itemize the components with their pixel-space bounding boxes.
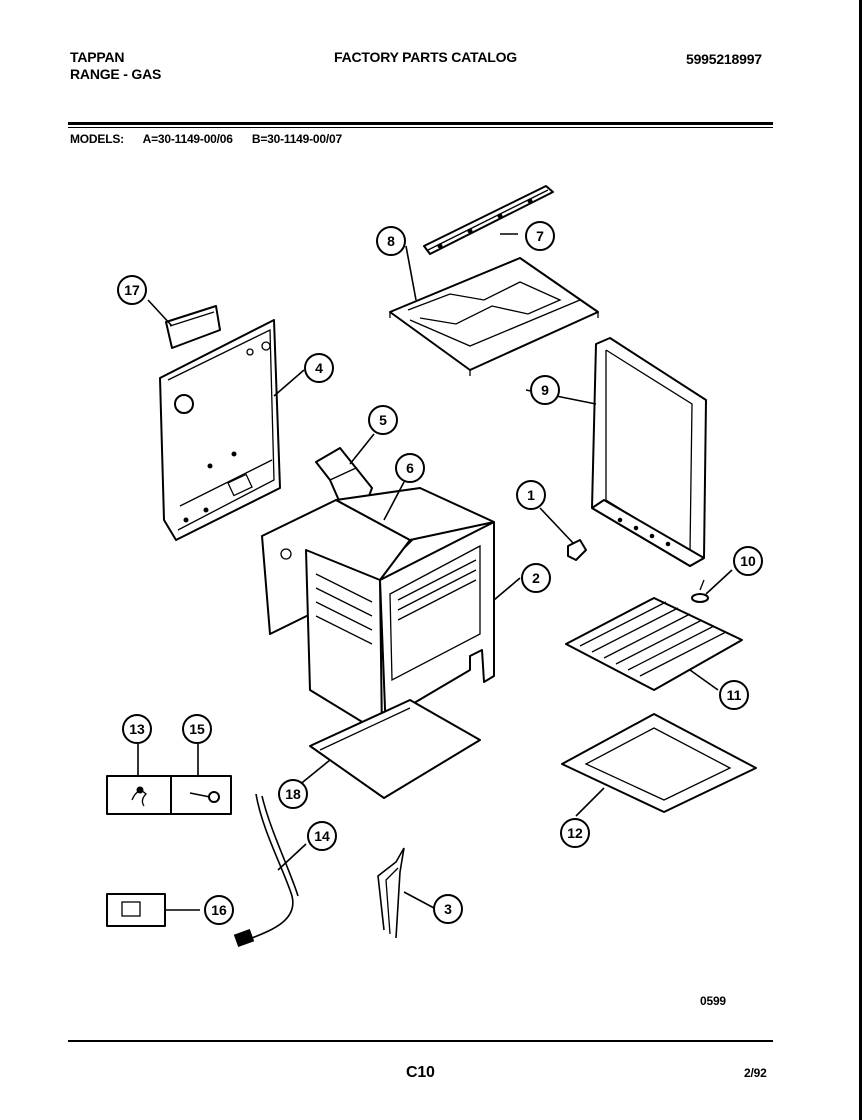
callout-4: 4: [304, 353, 334, 383]
header-rule-thick: [68, 122, 773, 125]
callout-label: 10: [740, 553, 756, 569]
footer-rule: [68, 1040, 773, 1042]
callout-label: 13: [129, 721, 145, 737]
models-line: MODELS: A=30-1149-00/06 B=30-1149-00/07: [70, 132, 358, 146]
callout-18: 18: [278, 779, 308, 809]
catalog-number: 5995218997: [686, 51, 762, 67]
model-a: A=30-1149-00/06: [142, 132, 233, 146]
callout-11: 11: [719, 680, 749, 710]
callout-label: 12: [567, 825, 583, 841]
part-4-back-panel: [159, 319, 281, 541]
part-9-side-panel: [591, 337, 707, 567]
callout-2: 2: [521, 563, 551, 593]
callout-label: 14: [314, 828, 330, 844]
callout-6: 6: [395, 453, 425, 483]
part-11-oven-rack: [565, 597, 743, 691]
callout-14: 14: [307, 821, 337, 851]
callout-8: 8: [376, 226, 406, 256]
callout-17: 17: [117, 275, 147, 305]
callout-10: 10: [733, 546, 763, 576]
catalog-title: FACTORY PARTS CATALOG: [334, 49, 517, 65]
diagram-code: 0599: [700, 994, 726, 1008]
part-12-broiler-pan: [561, 713, 757, 813]
callout-label: 16: [211, 902, 227, 918]
callout-7: 7: [525, 221, 555, 251]
callout-label: 6: [406, 460, 414, 476]
callout-label: 1: [527, 487, 535, 503]
callout-label: 5: [379, 412, 387, 428]
callout-label: 9: [541, 382, 549, 398]
part-7-top-rail: [423, 185, 554, 255]
part-14-power-cord: [233, 793, 299, 948]
callout-16: 16: [204, 895, 234, 925]
right-edge-border: [859, 0, 862, 1120]
product-name: RANGE - GAS: [70, 66, 162, 82]
callout-13: 13: [122, 714, 152, 744]
part-8-top-panel: [389, 257, 599, 376]
part-10-leveling-leg: [691, 579, 709, 603]
callout-label: 18: [285, 786, 301, 802]
callout-label: 11: [727, 687, 742, 703]
part-18-bottom-panel: [309, 699, 481, 799]
model-b: B=30-1149-00/07: [251, 132, 342, 146]
callout-label: 7: [536, 228, 544, 244]
callout-1: 1: [516, 480, 546, 510]
header-rule-thin: [68, 127, 773, 128]
part-1-knob: [567, 539, 587, 561]
part-2-body-frame: [261, 487, 495, 735]
catalog-date: 2/92: [744, 1066, 767, 1080]
callout-3: 3: [433, 894, 463, 924]
part-17-bracket: [165, 305, 221, 349]
brand-name: TAPPAN: [70, 49, 125, 65]
callout-label: 15: [189, 721, 205, 737]
callout-label: 3: [444, 901, 452, 917]
part-13-hardware-pack: [106, 775, 172, 815]
callout-label: 17: [124, 282, 140, 298]
page-number: C10: [406, 1064, 435, 1081]
callout-5: 5: [368, 405, 398, 435]
callout-9: 9: [530, 375, 560, 405]
callout-label: 8: [387, 233, 395, 249]
part-16-label-pack: [106, 893, 166, 927]
models-label: MODELS:: [70, 132, 124, 146]
callout-12: 12: [560, 818, 590, 848]
part-15-screw-pack: [170, 775, 232, 815]
callout-label: 2: [532, 570, 540, 586]
callout-label: 4: [315, 360, 323, 376]
part-3-wire-clip: [377, 847, 405, 939]
callout-15: 15: [182, 714, 212, 744]
